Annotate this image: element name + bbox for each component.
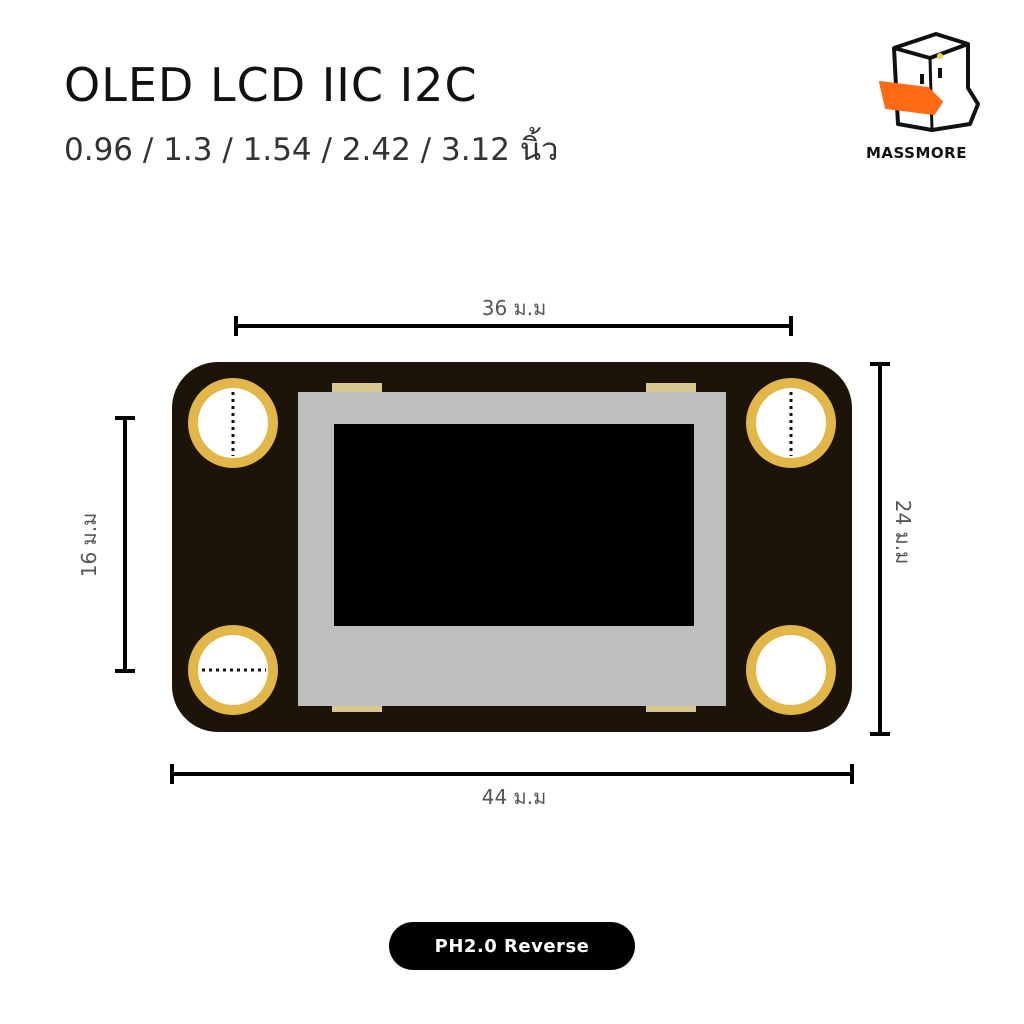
mounting-hole-bottom-left (188, 625, 278, 715)
connector-type-badge: PH2.0 Reverse (389, 922, 635, 970)
oled-display (334, 424, 694, 626)
page-title: OLED LCD IIC I2C (64, 58, 478, 112)
mounting-hole-bottom-right (746, 625, 836, 715)
dimension-top-width-label: 36 ม.ม (482, 296, 547, 320)
dimension-bottom-width: 44 ม.ม (170, 764, 854, 809)
mounting-hole-top-left (188, 378, 278, 468)
dimension-bottom-width-label: 44 ม.ม (482, 785, 547, 809)
brand-name: MASSMORE (866, 144, 967, 162)
mounting-hole-top-right (746, 378, 836, 468)
dimension-left-height-label: 16 ม.ม (77, 513, 101, 578)
box-duck-mascot-icon (879, 32, 980, 132)
dimension-right-height-label: 24 ม.ม (891, 500, 915, 565)
dimension-top-width: 36 ม.ม (234, 296, 793, 336)
dimension-left-height: 16 ม.ม (77, 416, 135, 673)
dimension-right-height: 24 ม.ม (870, 362, 915, 736)
page-subtitle: 0.96 / 1.3 / 1.54 / 2.42 / 3.12 นิ้ว (64, 132, 559, 168)
